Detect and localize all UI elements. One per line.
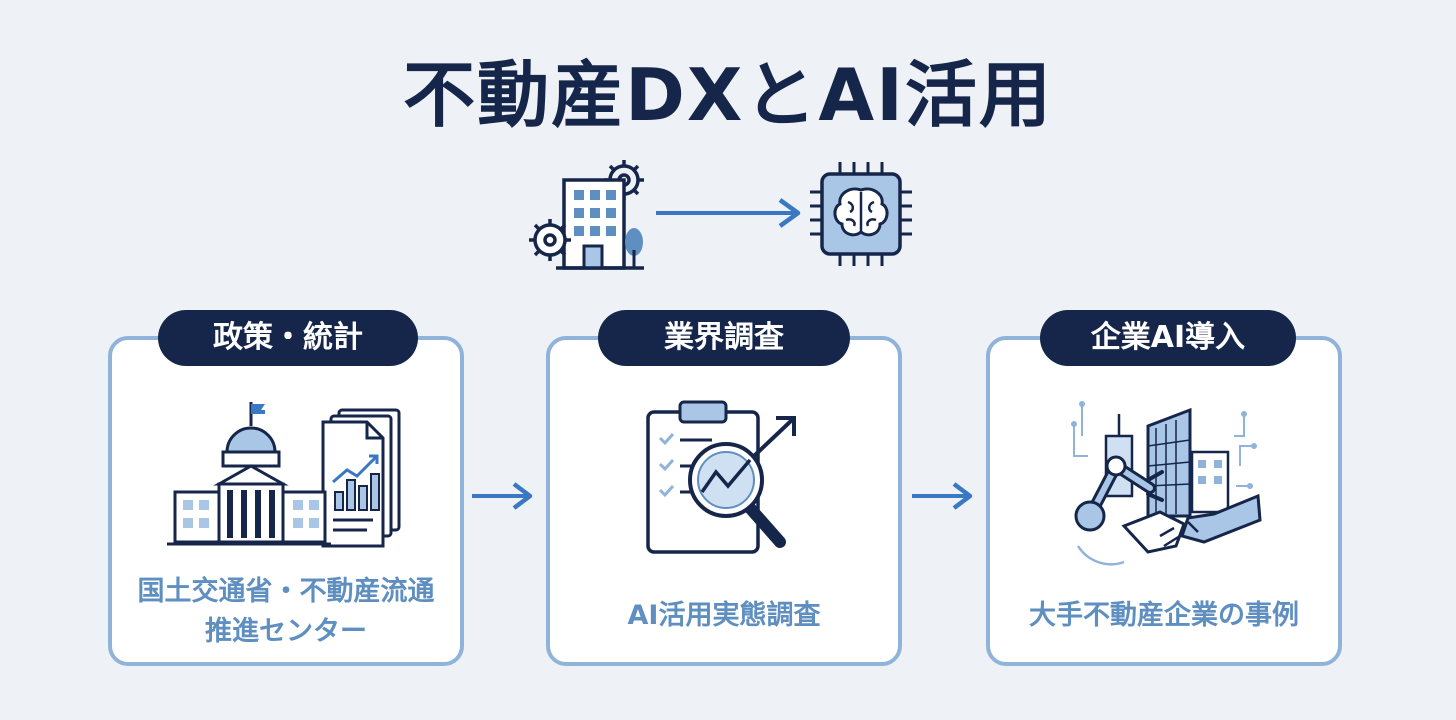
caption-line: 推進センター (205, 616, 367, 647)
right-arrow-icon (656, 198, 801, 228)
right-arrow-icon (912, 482, 973, 510)
caption-line: 大手不動産企業の事例 (1029, 600, 1299, 631)
step-card-policy: 国土交通省・不動産流通 推進センター (108, 336, 464, 666)
step-label-enterprise-ai: 企業AI導入 (1040, 310, 1296, 366)
step-label-industry-survey: 業界調査 (598, 310, 850, 366)
step-caption-policy: 国土交通省・不動産流通 推進センター (122, 572, 450, 652)
ai-brain-chip-icon (810, 162, 912, 266)
clipboard-magnifier-chart-icon (634, 396, 814, 570)
robot-arm-handshake-city-icon (1064, 396, 1264, 580)
caption-line: AI活用実態調査 (627, 600, 821, 631)
page-title: 不動産DXとAI活用 (403, 53, 1053, 137)
step-label-policy: 政策・統計 (158, 310, 418, 366)
step-caption-enterprise-ai: 大手不動産企業の事例 (1000, 596, 1328, 636)
office-building-gears-icon (529, 160, 912, 270)
step-card-industry-survey: AI活用実態調査 (546, 336, 902, 666)
step-card-enterprise-ai: 大手不動産企業の事例 (986, 336, 1342, 666)
hero-illustration (520, 150, 940, 280)
step-caption-industry-survey: AI活用実態調査 (560, 596, 888, 636)
right-arrow-icon (472, 482, 533, 510)
government-building-report-icon (161, 400, 411, 554)
caption-line: 国土交通省・不動産流通 (137, 576, 435, 607)
